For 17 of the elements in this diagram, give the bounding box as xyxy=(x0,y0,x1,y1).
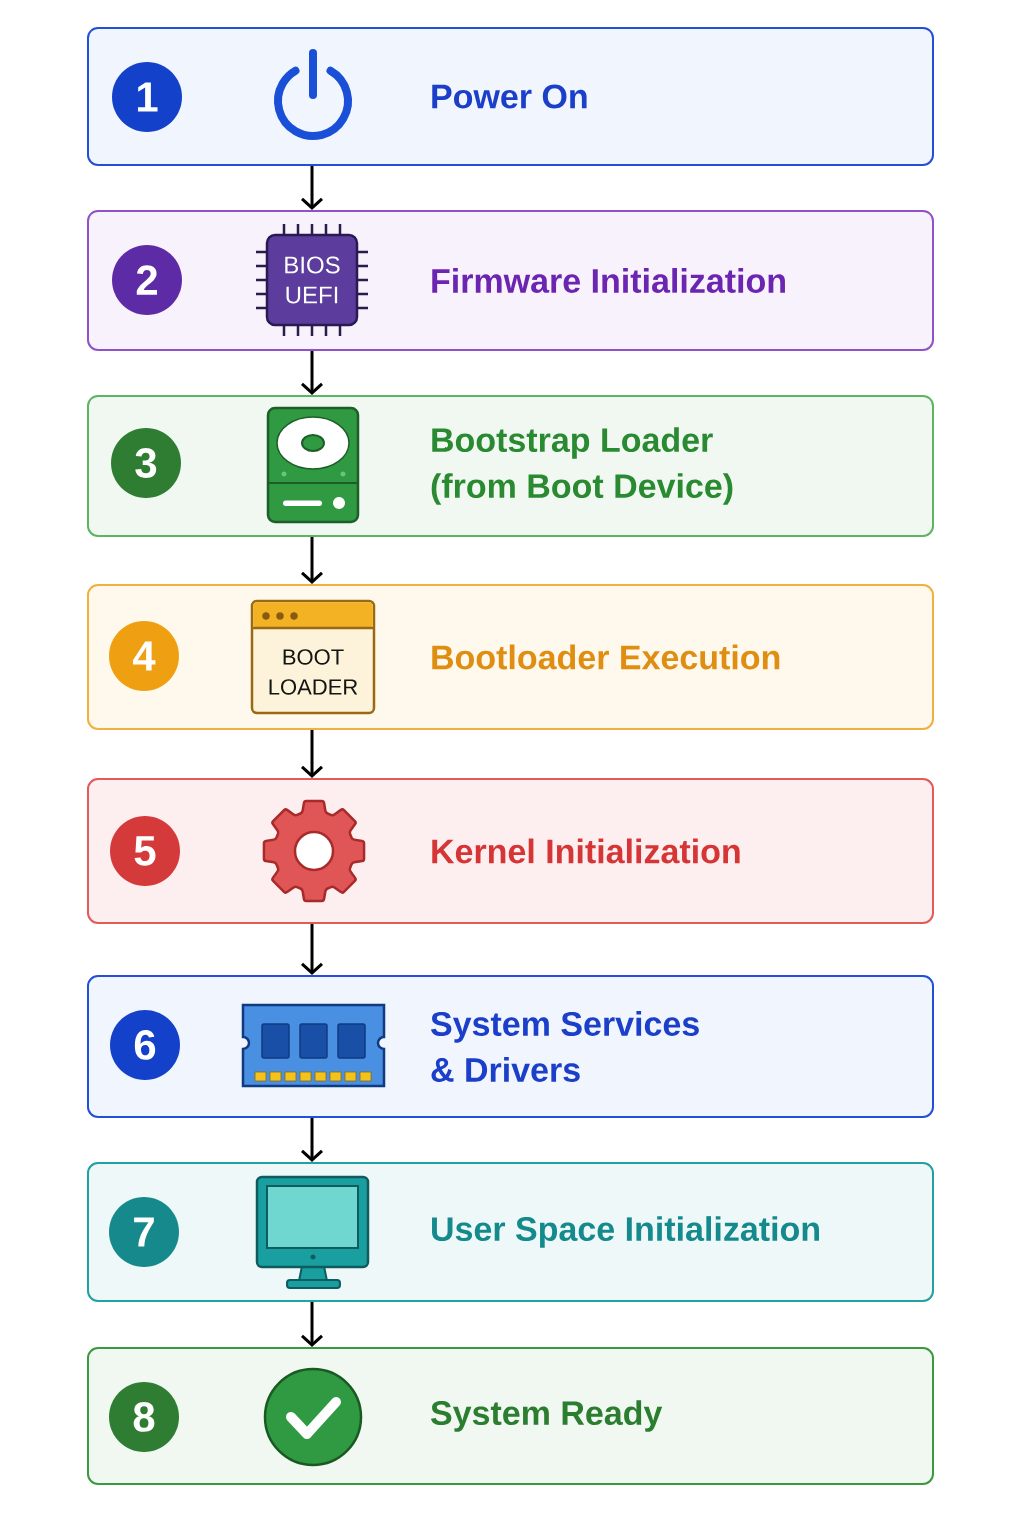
number-badge: 8 xyxy=(109,1382,179,1452)
arrow xyxy=(301,166,323,210)
app-window: BOOT LOADER xyxy=(250,599,376,715)
number-badge: 4 xyxy=(109,621,179,691)
number-badge: 7 xyxy=(109,1197,179,1267)
microchip: BIOS UEFI xyxy=(254,222,370,338)
number-badge: 1 xyxy=(112,62,182,132)
arrow xyxy=(301,1118,323,1162)
arrow xyxy=(301,924,323,975)
arrow xyxy=(301,730,323,778)
number-badge: 6 xyxy=(110,1010,180,1080)
number-badge: 3 xyxy=(111,428,181,498)
arrow xyxy=(301,351,323,395)
number-badge: 2 xyxy=(112,245,182,315)
arrow xyxy=(301,537,323,584)
arrow xyxy=(301,1302,323,1347)
number-badge: 5 xyxy=(110,816,180,886)
